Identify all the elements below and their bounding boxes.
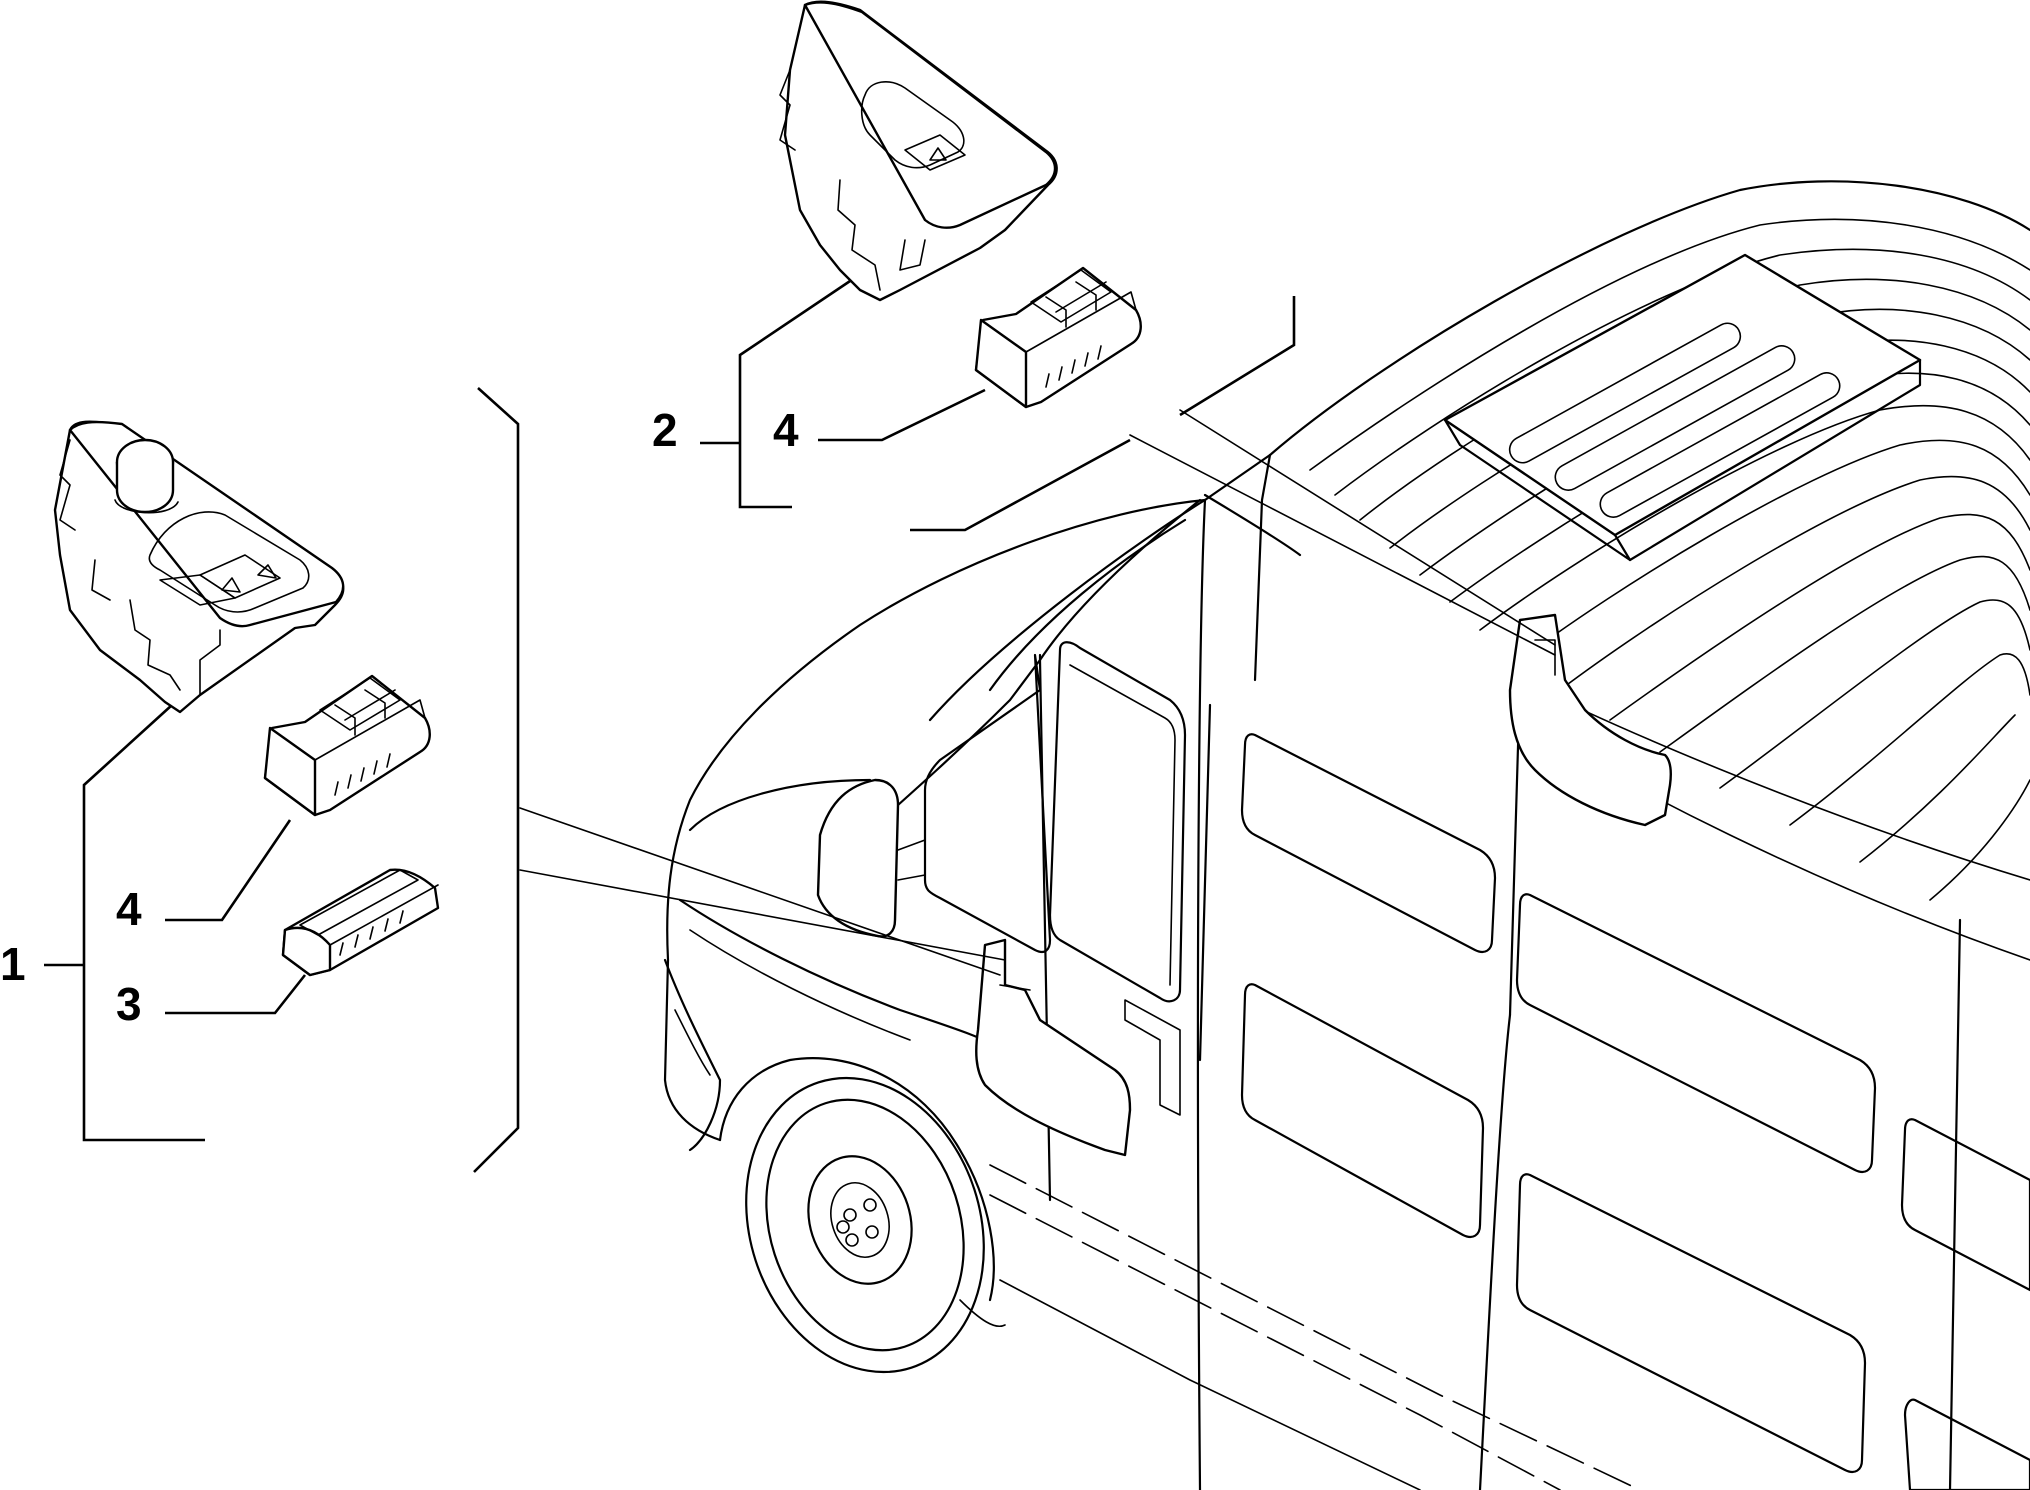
- side-panels: [1240, 733, 2030, 1490]
- part-2-window-switch: [779, 0, 1058, 302]
- callout-4-upper: 4: [773, 404, 799, 456]
- leader-group-2: [700, 271, 863, 509]
- callout-3: 3: [116, 978, 142, 1030]
- roof-hatch: [1443, 253, 1922, 562]
- callout-1: 1: [0, 938, 26, 990]
- van-illustration: [519, 180, 2030, 1490]
- front-wheel: [745, 1076, 985, 1374]
- part-1-window-mirror-switch: [53, 420, 345, 714]
- callout-4-lower: 4: [116, 883, 142, 935]
- bracket-left: [473, 387, 520, 1173]
- bracket-right: [910, 296, 1296, 532]
- callout-leaders: [165, 388, 986, 1015]
- part-3-cover: [281, 868, 440, 977]
- callout-2: 2: [652, 404, 678, 456]
- side-mirror: [816, 778, 926, 938]
- leader-group-1: [44, 704, 205, 1142]
- part-4-connector-lower: [263, 674, 431, 817]
- part-4-connector-upper: [974, 266, 1142, 409]
